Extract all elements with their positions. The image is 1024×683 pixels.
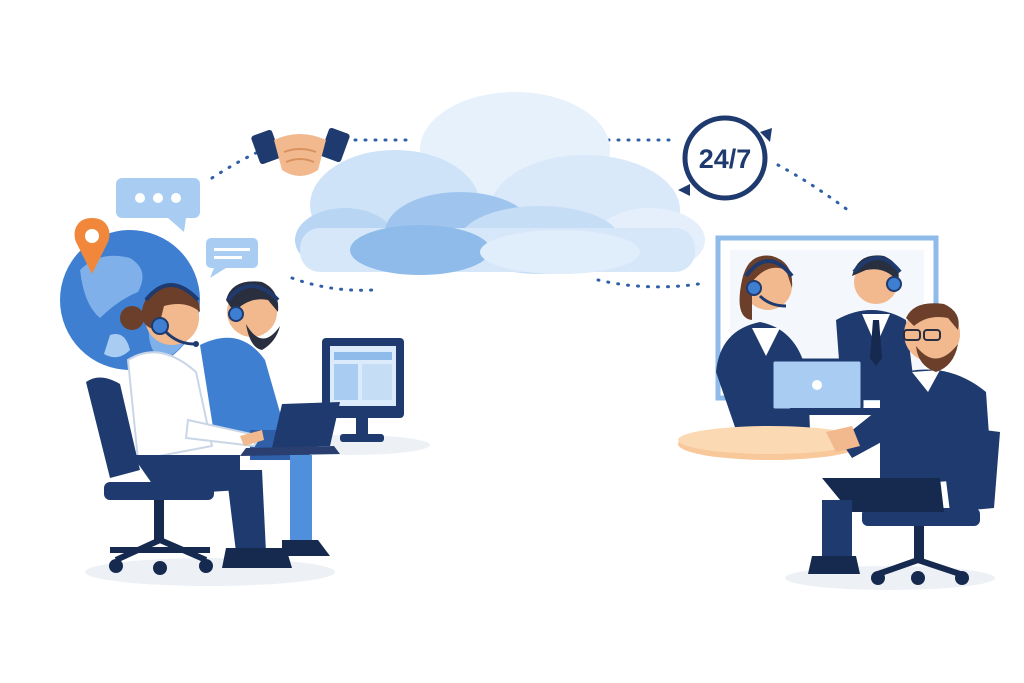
male-agent (200, 281, 330, 556)
client-bearded-man (808, 303, 992, 574)
meeting-table (678, 426, 862, 460)
chat-bubble-typing-icon (116, 178, 200, 232)
left-support-team (85, 281, 430, 586)
dotted-connectors (210, 138, 855, 292)
cloud-icon (295, 92, 705, 275)
laptop (770, 358, 890, 415)
clock-24-7-icon: 24/7 (678, 115, 772, 201)
chat-bubble-message-icon (206, 238, 258, 278)
office-chair (86, 377, 214, 575)
laptop (240, 402, 340, 456)
female-agent (120, 283, 292, 568)
right-business-team (678, 235, 1000, 590)
location-pin-icon (74, 218, 110, 274)
badge-24-7-text: 24/7 (699, 144, 752, 174)
handshake-icon (251, 127, 350, 176)
desktop-monitor (322, 338, 404, 442)
